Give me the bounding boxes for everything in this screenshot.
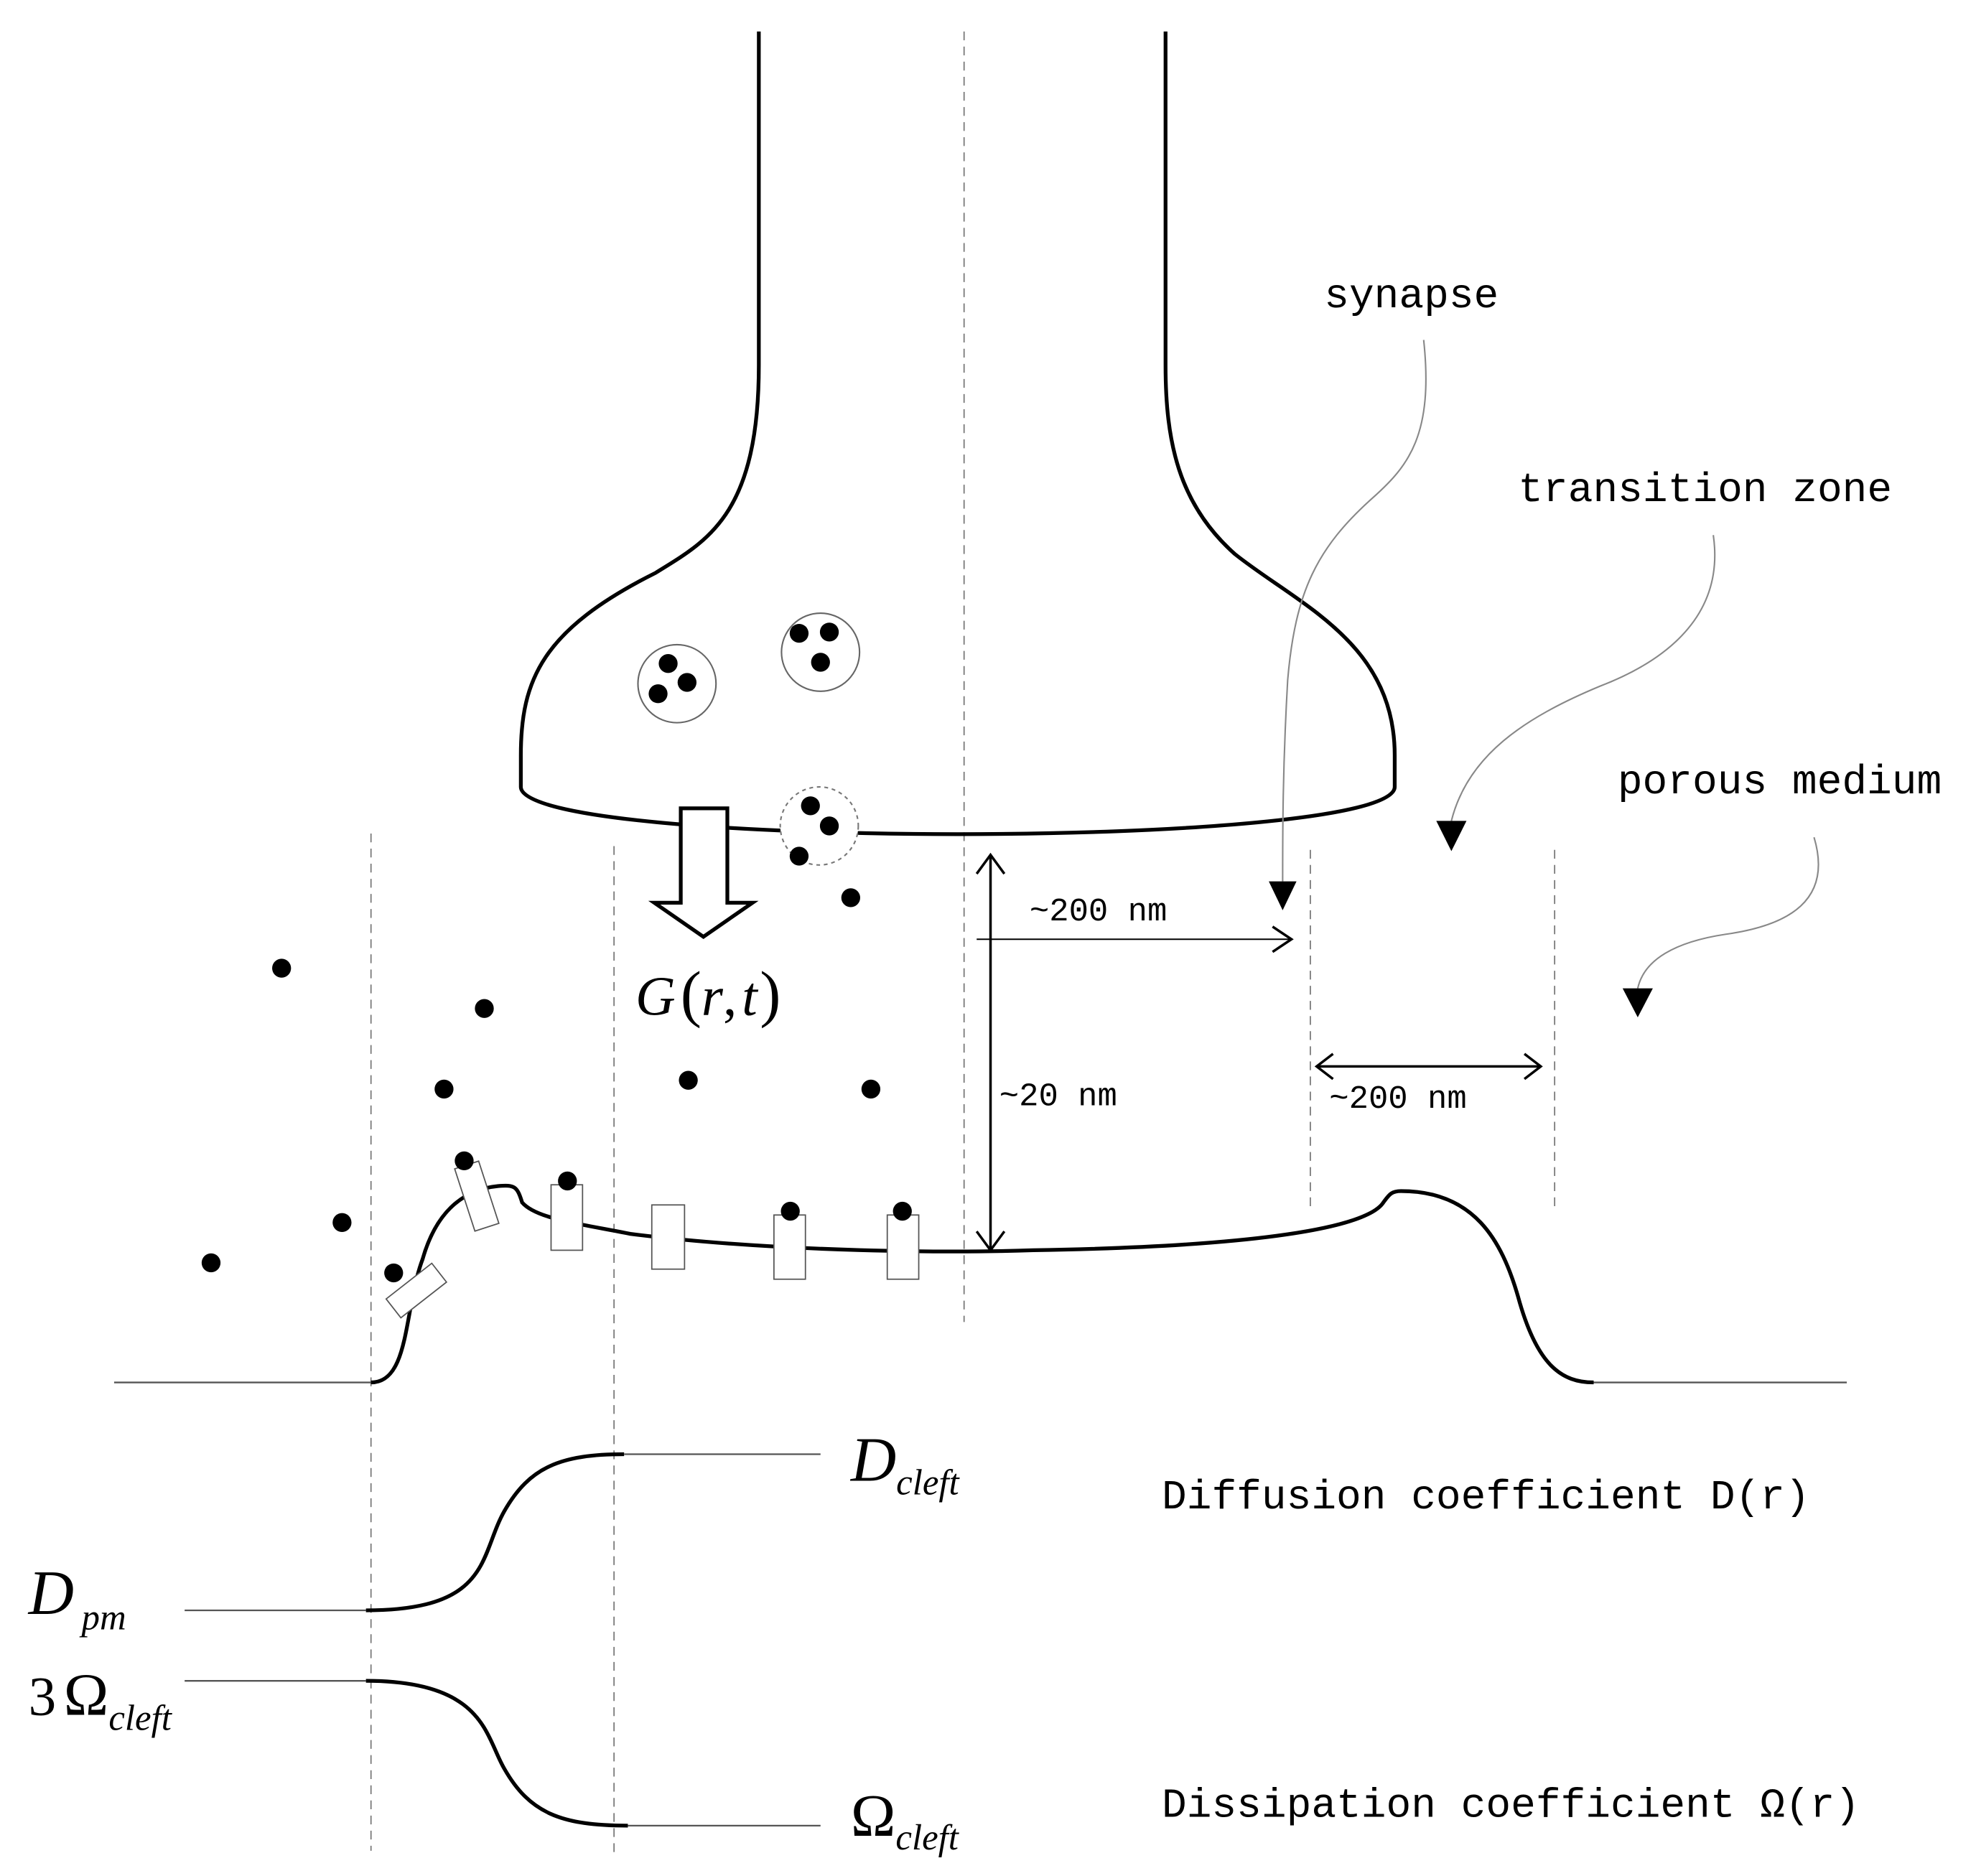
source-term-comma: , [723,965,737,1027]
particle [893,1201,912,1221]
release-arrow-icon [648,806,759,939]
particle [841,888,861,907]
label-dist-cleft: ~20 nm [999,1078,1117,1116]
particle [332,1213,352,1232]
dissipation-profile [185,1679,821,1828]
dim-cleft-height [975,852,1006,1253]
dim-transition-width [1314,1053,1543,1081]
receptor [773,1214,806,1280]
particle [679,1070,698,1090]
symbol-d-cleft-sub: cleft [896,1462,960,1503]
source-term-open-paren: ( [681,958,702,1028]
label-dist-transition: ~200 nm [1329,1081,1466,1118]
arrowhead-icon [1622,988,1653,1017]
label-synapse: synapse [1324,274,1499,320]
dim-radius-arrow [977,925,1294,953]
symbol-omega-cleft: Ωcleft [851,1783,960,1857]
presynaptic-terminal [518,31,1397,836]
vesicle-1 [637,643,717,724]
label-dist-horizontal: ~200 nm [1030,893,1167,930]
symbol-omega-cleft-main: Ω [851,1783,896,1849]
particle [558,1171,577,1191]
vesicle-fusing [779,786,859,866]
symbol-d-cleft-main: D [850,1424,896,1494]
particle [861,1079,881,1099]
symbol-omega-cleft-sub: cleft [895,1817,959,1857]
symbol-d-cleft: Dcleft [850,1424,961,1502]
transition-zone-leader [1436,535,1716,851]
label-transition-zone: transition zone [1518,467,1892,514]
postsynaptic-membrane [370,1183,1594,1385]
source-term-r: r [702,965,724,1027]
diffusion-profile [185,1452,821,1613]
particle [272,958,292,978]
receptor [454,1160,500,1232]
neurotransmitter-particles [201,888,912,1283]
particle [475,999,494,1018]
arrowhead-icon [1436,821,1467,851]
receptors [385,1160,920,1319]
particle [434,1079,454,1099]
symbol-three: 3 [29,1666,57,1727]
synapse-leader [1269,340,1427,910]
symbol-d-pm-main: D [28,1558,74,1628]
arrowhead-icon [1269,881,1297,910]
vesicle-2 [780,612,861,692]
label-porous-medium: porous medium [1618,760,1942,806]
receptor [385,1262,448,1319]
particle [384,1263,404,1283]
caption-diffusion: Diffusion coefficient D(r) [1162,1475,1810,1521]
symbol-3-omega-main: Ω [64,1662,109,1729]
symbol-d-pm-sub: pm [80,1597,126,1637]
source-term-g: G [635,965,676,1027]
particle [201,1253,221,1273]
receptor [651,1204,686,1270]
receptor [550,1184,584,1251]
source-term-t: t [742,965,758,1027]
porous-medium-leader [1622,836,1819,1017]
particle [780,1201,800,1221]
receptor [886,1214,920,1280]
symbol-3-omega-sub: cleft [108,1698,172,1738]
caption-dissipation: Dissipation coefficient Ω(r) [1162,1783,1860,1830]
source-term-close-paren: ) [760,958,780,1028]
source-term-label: G(r,t) [635,958,780,1028]
particle [455,1151,474,1171]
